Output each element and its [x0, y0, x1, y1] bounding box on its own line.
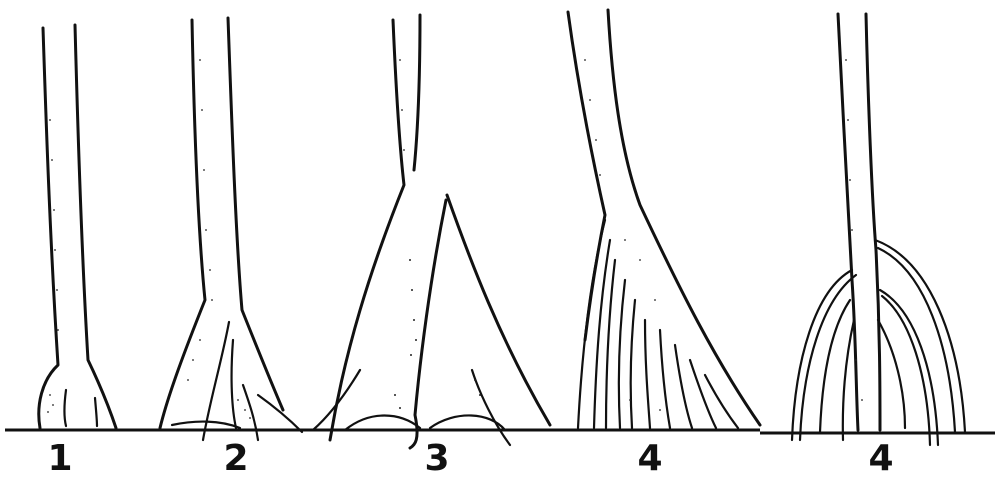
tree-2-buttress-b	[232, 340, 236, 428]
label-tree-4b: 4	[868, 438, 893, 479]
tree-3-trunk-right	[447, 195, 550, 425]
tree-4b-stilt-6	[843, 320, 854, 440]
tree-3-buttress-center	[410, 200, 446, 448]
tree-4a-root-3	[606, 260, 615, 428]
tree-4b-stilt-3b	[878, 248, 955, 432]
tree-2-trunk-right	[228, 18, 283, 410]
tree-4b-trunk-right	[866, 14, 880, 430]
tree-4a	[568, 10, 760, 428]
tree-1-root-line-2	[95, 398, 97, 426]
tree-1-trunk-left	[39, 28, 58, 428]
tree-4a-trunk-left	[568, 12, 605, 340]
tree-3-trunk-right-upper	[414, 15, 420, 170]
tree-2-trunk-left	[160, 20, 205, 428]
tree-2-buttress-c	[243, 385, 258, 440]
tree-1	[39, 25, 116, 428]
tree-3-stipple	[394, 59, 481, 409]
label-tree-1: 1	[47, 438, 72, 479]
tree-4b-stilt-5	[878, 320, 905, 428]
tree-2	[160, 18, 302, 440]
tree-4a-root-7	[660, 330, 670, 428]
label-tree-3: 3	[424, 438, 449, 479]
tree-1-trunk-right	[75, 25, 116, 428]
tree-4a-root-9	[690, 360, 716, 428]
tree-4a-root-5	[631, 300, 635, 428]
tree-3	[313, 15, 550, 448]
label-tree-4a: 4	[637, 438, 662, 479]
tree-4b	[792, 14, 965, 445]
tree-4a-root-4	[619, 280, 625, 428]
tree-4a-root-6	[645, 320, 650, 428]
tree-4a-root-8	[675, 345, 692, 428]
tree-1-root-line	[65, 390, 67, 426]
tree-3-base-arc-left	[345, 416, 420, 431]
tree-3-buttress-right	[472, 370, 510, 445]
label-tree-2: 2	[223, 438, 248, 479]
tree-4a-root-1	[578, 220, 605, 428]
tree-3-trunk-left	[330, 20, 404, 440]
tree-4b-trunk-left	[838, 14, 858, 430]
tree-4a-stipple	[584, 59, 661, 411]
